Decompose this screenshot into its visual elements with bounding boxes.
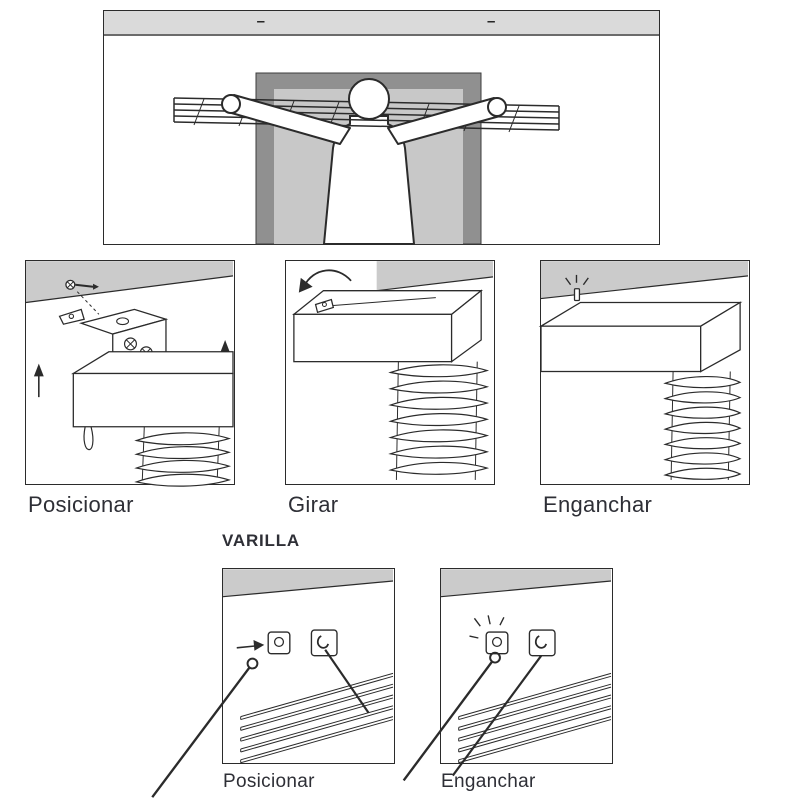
step-enganchar-panel — [538, 260, 750, 485]
slats — [134, 426, 232, 487]
person-arms — [221, 94, 507, 145]
header-dash-left: – — [256, 13, 265, 30]
tilt-socket-left — [267, 631, 291, 655]
ceiling — [222, 569, 394, 598]
screw-icon — [65, 279, 100, 315]
step-enganchar-illustration — [538, 261, 749, 480]
tilt-socket-right — [528, 629, 556, 657]
varilla-posicionar-illustration — [151, 569, 394, 798]
headrail — [292, 289, 483, 363]
slats — [388, 361, 490, 480]
slats — [240, 672, 394, 764]
varilla-section-title: VARILLA — [222, 531, 300, 550]
slats — [458, 672, 612, 764]
slats — [663, 371, 742, 480]
clip-icon — [314, 298, 335, 314]
ceiling — [440, 569, 612, 598]
headrail — [538, 301, 743, 373]
ceiling — [540, 261, 749, 300]
step-girar-panel — [285, 260, 495, 485]
varilla-enganchar-panel — [402, 568, 613, 782]
varilla-posicionar-panel — [151, 568, 395, 798]
right-arrow-icon — [236, 639, 265, 651]
right-hand — [487, 97, 507, 117]
varilla-enganchar-illustration — [402, 569, 612, 782]
headrail — [71, 351, 234, 451]
attached-cord — [324, 649, 370, 714]
cord-hooked — [451, 655, 543, 777]
tilt-socket-left — [485, 631, 509, 655]
ceiling — [376, 261, 494, 292]
person-head — [348, 78, 390, 120]
step-posicionar-panel — [25, 260, 235, 487]
wand — [151, 657, 259, 798]
tilt-socket-right — [310, 629, 370, 714]
step-posicionar-illustration — [25, 261, 234, 487]
rotate-arrow-icon — [298, 269, 352, 293]
ceiling — [25, 261, 234, 304]
click-sparkle-icon — [469, 615, 505, 639]
overview-header-bar: – – — [104, 11, 659, 36]
overview-panel: – – — [103, 10, 660, 245]
step-label-posicionar: Posicionar — [28, 492, 134, 517]
lift-cord — [83, 426, 94, 451]
varilla-label-posicionar: Posicionar — [223, 771, 315, 792]
step-label-girar: Girar — [288, 492, 339, 517]
step-girar-illustration — [292, 261, 494, 480]
varilla-label-enganchar: Enganchar — [441, 771, 536, 792]
step-label-enganchar: Enganchar — [543, 492, 653, 517]
overview-illustration — [173, 72, 560, 245]
left-hand — [221, 94, 241, 114]
wand-hooked — [402, 651, 543, 782]
header-dash-right: – — [486, 13, 496, 30]
click-indicator-icon — [565, 274, 589, 302]
up-arrow-left-icon — [33, 363, 44, 398]
